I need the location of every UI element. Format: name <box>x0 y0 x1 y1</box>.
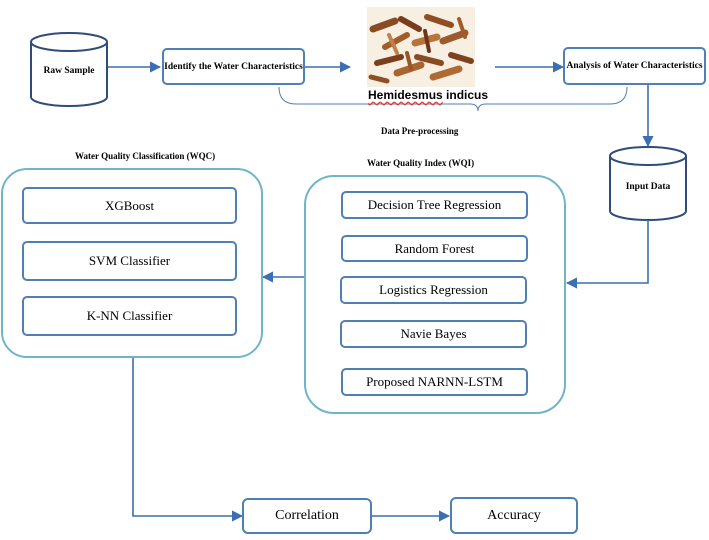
raw-sample-label: Raw Sample <box>43 66 95 76</box>
wqi-item-naive-bayes: Navie Bayes <box>340 320 527 348</box>
raw-sample-cylinder-icon <box>30 32 108 107</box>
wqi-item-decision-tree: Decision Tree Regression <box>341 191 528 219</box>
input-data-label: Input Data <box>625 182 671 192</box>
wqc-item-xgboost: XGBoost <box>22 187 237 224</box>
wqc-item-knn: K-NN Classifier <box>22 296 237 336</box>
identify-box: Identify the Water Characteristics <box>162 48 305 85</box>
wqi-item-logistics: Logistics Regression <box>340 276 527 304</box>
plant-species: indicus <box>446 88 489 102</box>
accuracy-box: Accuracy <box>450 497 578 534</box>
wqi-item-random-forest: Random Forest <box>341 235 528 262</box>
analysis-box: Analysis of Water Characteristics <box>563 47 706 85</box>
hemidesmus-root-photo <box>367 7 475 87</box>
wqi-title: Water Quality Index (WQI) <box>367 158 475 168</box>
correlation-box: Correlation <box>242 498 372 534</box>
plant-genus: Hemidesmus <box>368 88 443 102</box>
wqc-title: Water Quality Classification (WQC) <box>75 151 216 161</box>
wqc-item-svm: SVM Classifier <box>22 241 237 281</box>
preprocessing-brace <box>278 86 628 112</box>
arrow-wqc-to-correlation <box>132 358 244 522</box>
arrow-input-to-wqi <box>565 220 649 289</box>
input-data-cylinder-icon <box>609 146 687 221</box>
wqi-item-narnn-lstm: Proposed NARNN-LSTM <box>341 368 528 396</box>
preprocessing-label: Data Pre-processing <box>381 126 459 136</box>
plant-name: Hemidesmus indicus <box>368 88 488 102</box>
